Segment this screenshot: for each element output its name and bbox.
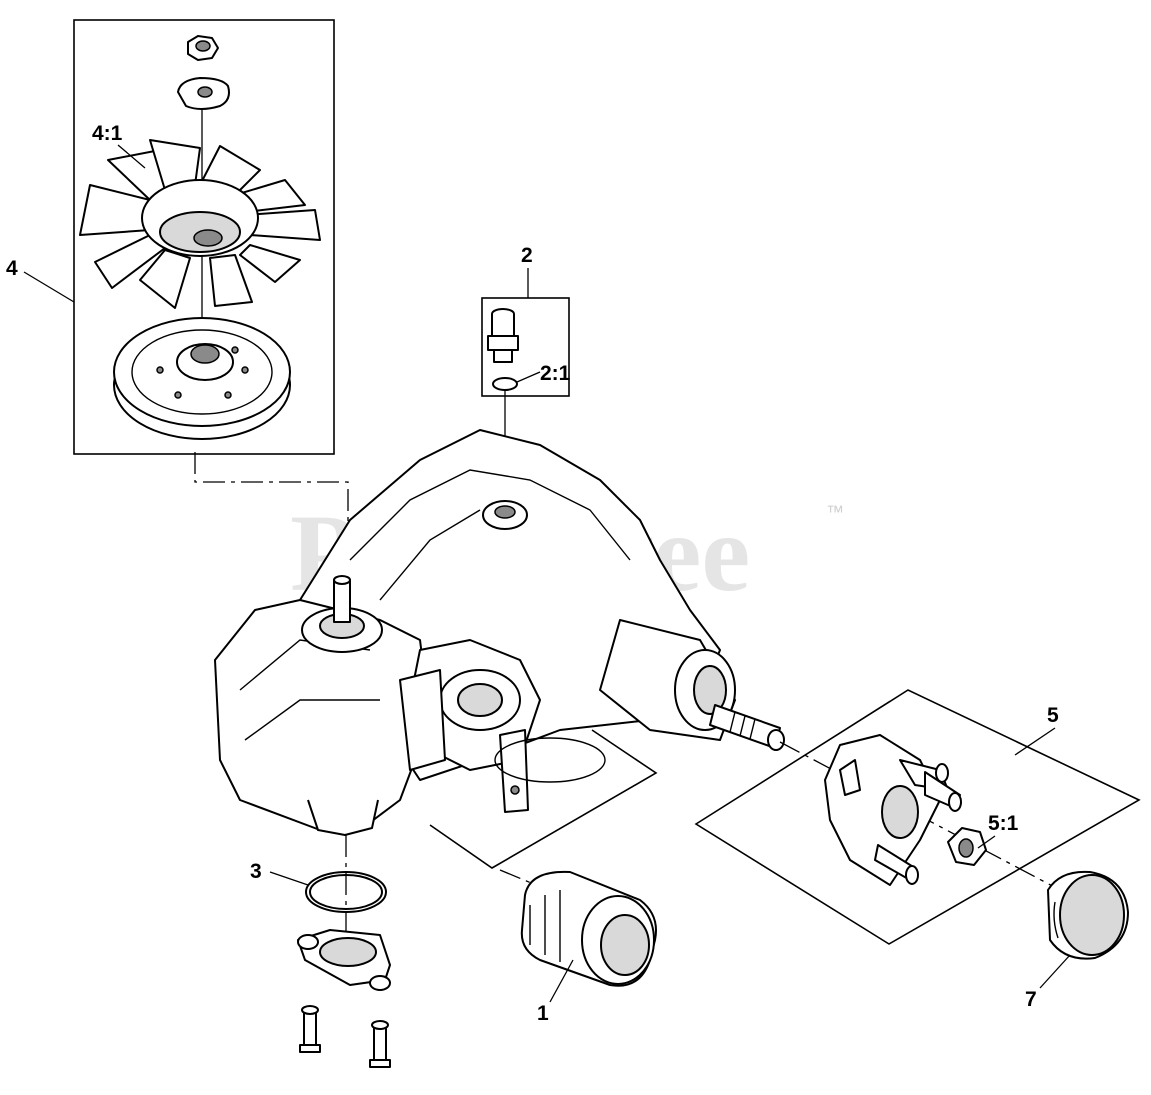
breather-fitting-icon[interactable] — [487, 308, 519, 363]
callout-4-1[interactable]: 4:1 — [92, 122, 123, 145]
kit-box-2 — [481, 297, 570, 397]
transaxle-housing — [214, 429, 785, 836]
leader-2-1 — [516, 371, 541, 383]
callout-3[interactable]: 3 — [250, 860, 262, 883]
kit-box-5 — [694, 689, 1141, 945]
fan-pulley-kit[interactable]: 4:1 — [73, 19, 335, 455]
kit-box-4 — [73, 19, 335, 455]
bolt-right-icon[interactable] — [369, 1020, 391, 1068]
hub-nut-icon[interactable] — [947, 827, 987, 866]
leader-3 — [269, 871, 309, 886]
wheel-hub-kit[interactable]: 5:1 — [694, 689, 1141, 945]
leader-5-1 — [977, 835, 996, 849]
callout-7[interactable]: 7 — [1025, 988, 1037, 1011]
leader-4-1 — [117, 144, 146, 169]
oil-filter-icon[interactable] — [520, 870, 657, 987]
callout-5[interactable]: 5 — [1047, 704, 1059, 727]
pulley-icon[interactable] — [113, 317, 291, 440]
callout-4[interactable]: 4 — [6, 257, 18, 280]
hub-cap-icon[interactable] — [1047, 870, 1129, 960]
leader-1 — [549, 959, 574, 1003]
kit-box-1 — [429, 729, 658, 869]
callout-2-1[interactable]: 2:1 — [540, 362, 571, 385]
leader-4 — [23, 271, 75, 303]
callout-5-1[interactable]: 5:1 — [988, 812, 1019, 835]
bolt-left-icon[interactable] — [299, 1005, 321, 1053]
leader-5 — [1014, 727, 1056, 756]
wheel-hub-icon[interactable] — [824, 734, 962, 886]
drain-cover-icon[interactable] — [297, 929, 391, 991]
leader-7 — [1039, 954, 1071, 989]
centerline-pulley — [194, 452, 349, 570]
o-ring-2-1-icon[interactable] — [492, 377, 518, 391]
filter-kit[interactable] — [429, 729, 658, 987]
callout-2[interactable]: 2 — [521, 244, 533, 267]
callout-1[interactable]: 1 — [537, 1002, 549, 1025]
cooling-fan-icon[interactable] — [79, 139, 321, 309]
fan-nut-icon[interactable] — [187, 35, 219, 61]
breather-kit[interactable]: 2:1 — [481, 297, 571, 450]
fan-washer-icon[interactable] — [177, 77, 230, 110]
watermark-trademark: ™ — [826, 502, 844, 522]
